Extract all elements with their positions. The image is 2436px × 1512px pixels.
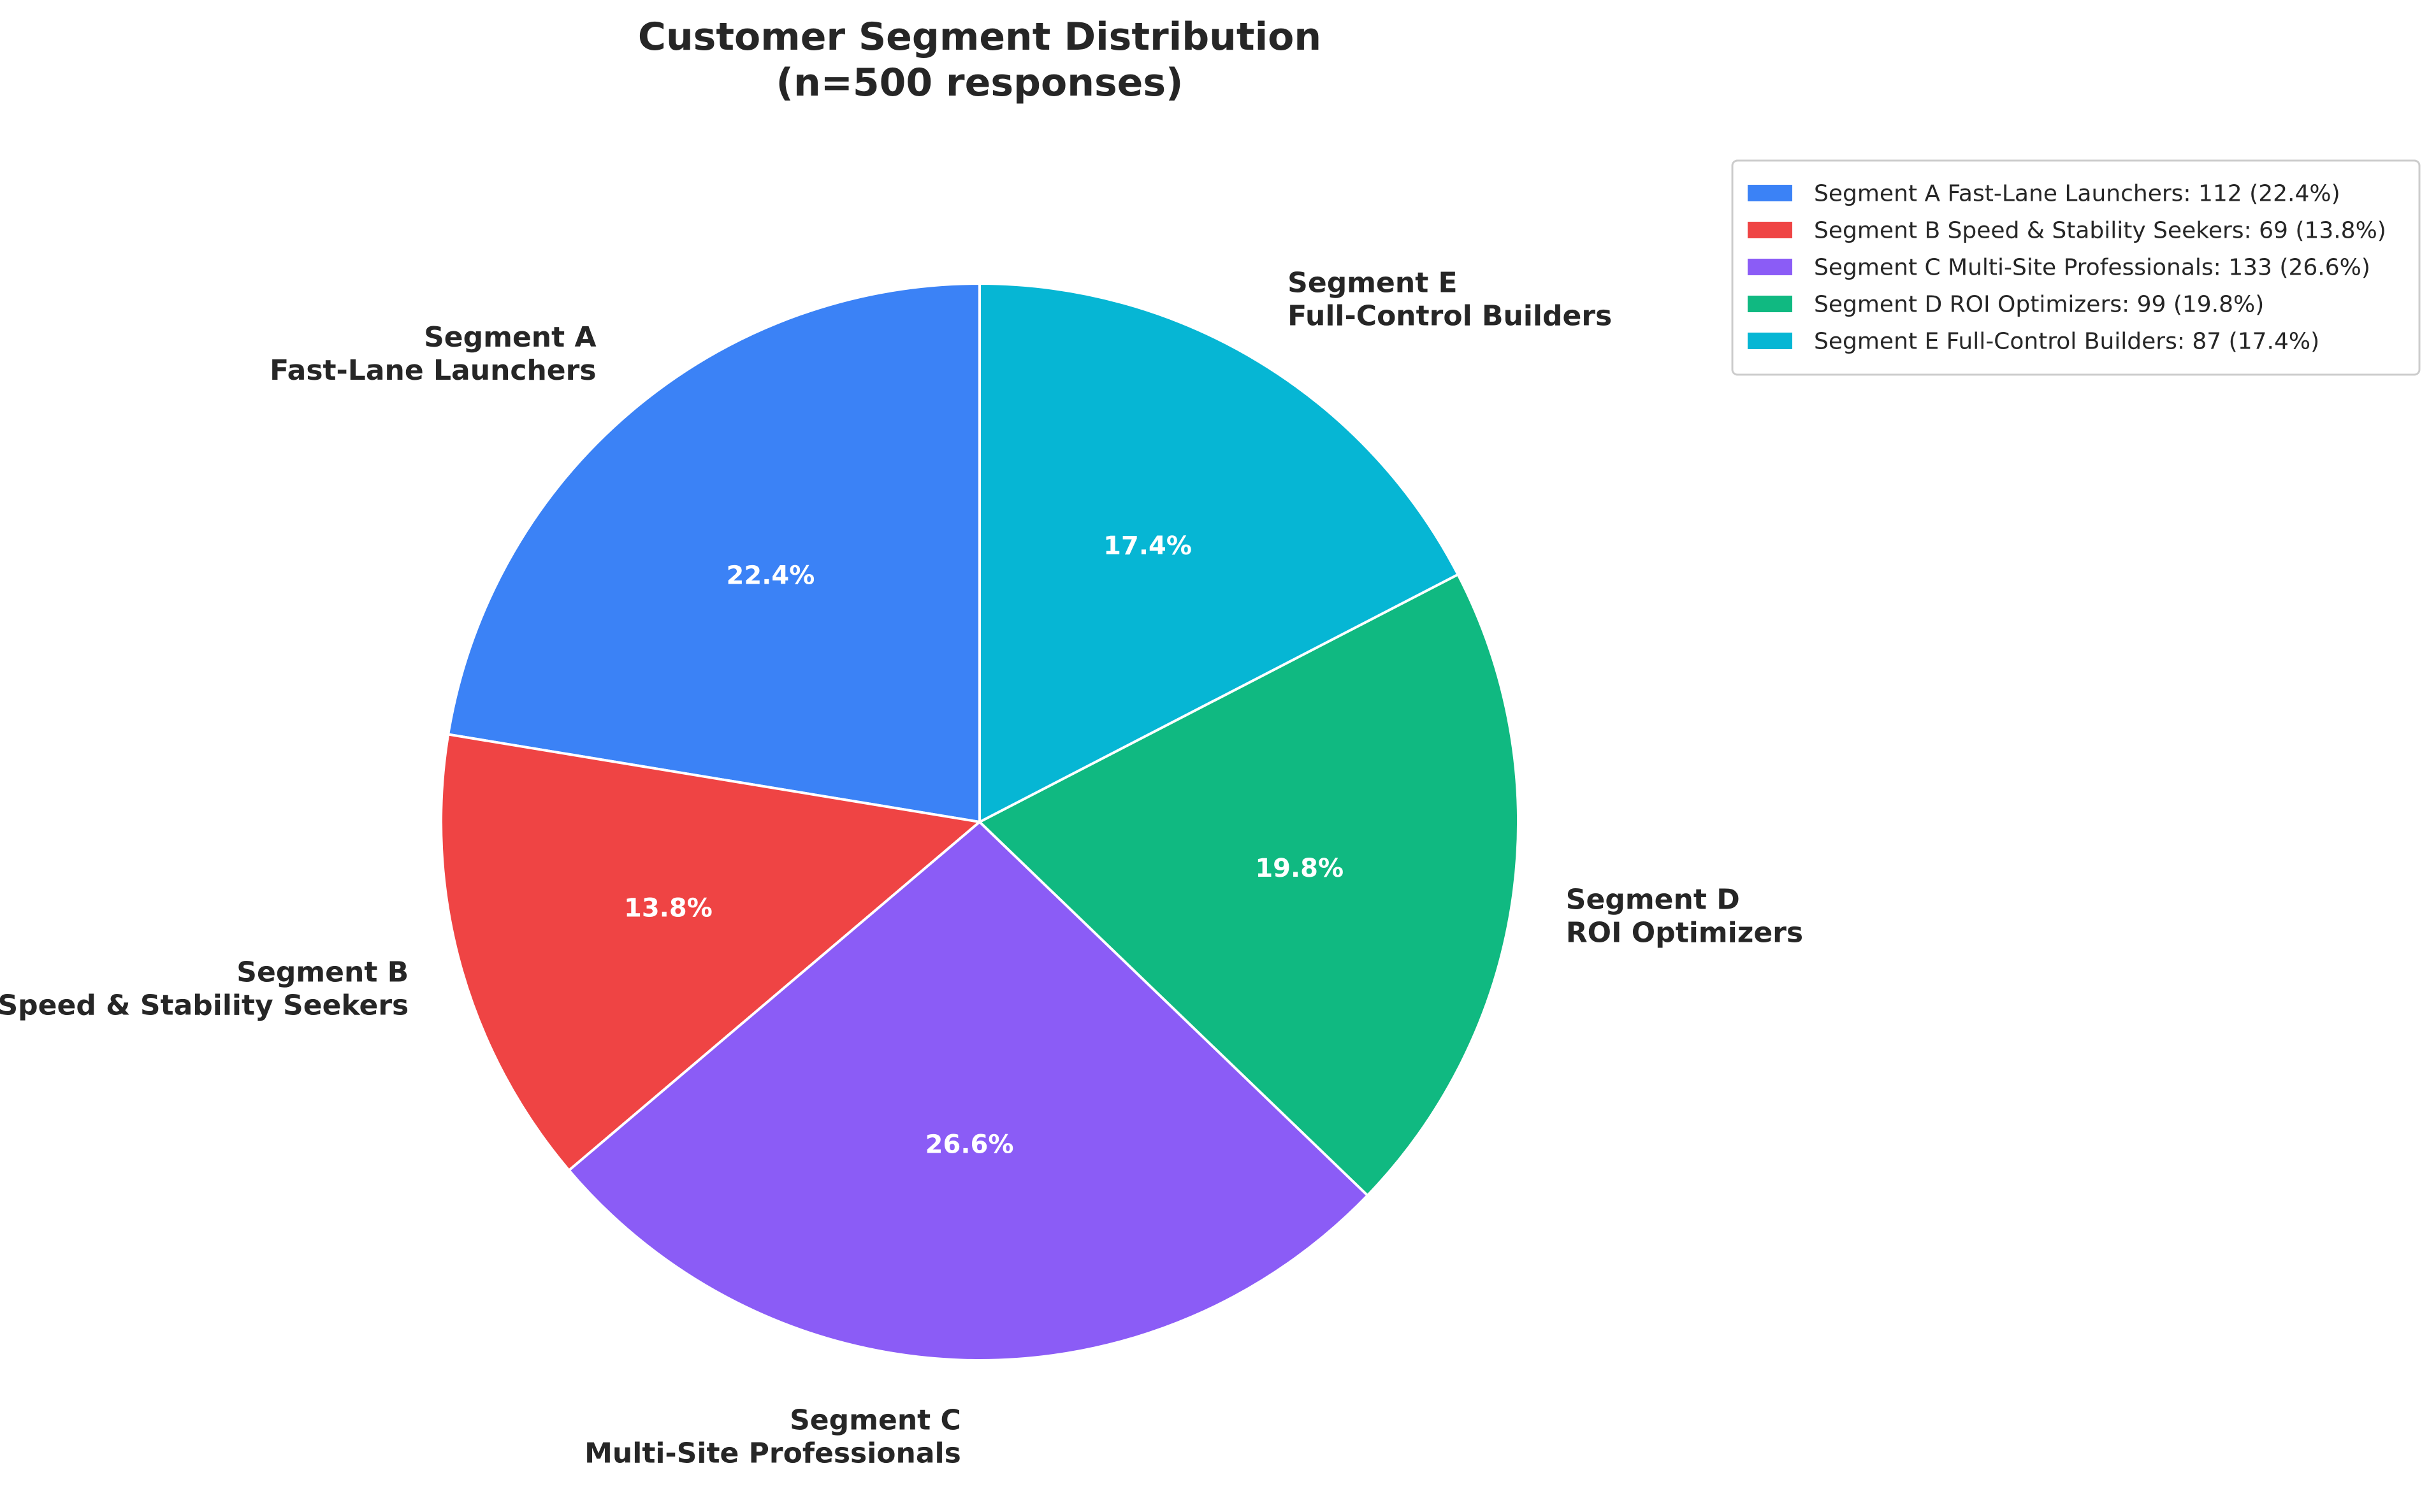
legend-entry: Segment C Multi-Site Professionals: 133 …	[1814, 255, 2370, 281]
chart-subtitle: (n=500 responses)	[776, 61, 1184, 105]
slice-label: Segment C	[790, 1404, 961, 1437]
pie-slice	[446, 282, 981, 824]
slice-sublabel: Full-Control Builders	[1287, 299, 1612, 332]
percent-label: 13.8%	[624, 893, 713, 923]
legend-swatch	[1748, 296, 1792, 312]
percent-label: 19.8%	[1255, 854, 1344, 883]
legend: Segment A Fast-Lane Launchers: 112 (22.4…	[1731, 159, 2421, 376]
legend-swatch	[1748, 259, 1792, 275]
legend-entry: Segment B Speed & Stability Seekers: 69 …	[1814, 218, 2386, 244]
pie-slice	[978, 282, 1460, 824]
slice-label: Segment D	[1566, 883, 1740, 916]
percent-label: 17.4%	[1103, 531, 1192, 561]
slice-label: Segment E	[1287, 266, 1457, 299]
pie-slice	[567, 820, 1370, 1362]
percent-labels: 22.4% 13.8% 26.6% 19.8% 17.4%	[624, 531, 1344, 1160]
slice-label: Segment A	[424, 321, 596, 354]
slice-sublabel: ROI Optimizers	[1566, 916, 1803, 949]
legend-box	[1731, 159, 2421, 376]
legend-entry: Segment A Fast-Lane Launchers: 112 (22.4…	[1814, 181, 2340, 207]
pie-slices	[440, 282, 1519, 1362]
pie-slice	[977, 572, 1519, 1197]
legend-swatch	[1748, 222, 1792, 238]
slice-label: Segment B	[236, 956, 409, 989]
percent-label: 22.4%	[727, 561, 815, 590]
legend-entry: Segment E Full-Control Builders: 87 (17.…	[1814, 329, 2319, 355]
chart-title: Customer Segment Distribution	[638, 15, 1321, 59]
percent-label: 26.6%	[925, 1130, 1014, 1160]
slice-sublabel: Speed & Stability Seekers	[0, 990, 409, 1022]
pie-slice	[440, 733, 983, 1172]
slice-sublabel: Multi-Site Professionals	[584, 1437, 961, 1470]
slice-sublabel: Fast-Lane Launchers	[270, 354, 596, 387]
legend-swatch	[1748, 333, 1792, 349]
legend-entry: Segment D ROI Optimizers: 99 (19.8%)	[1814, 292, 2264, 318]
legend-swatch	[1748, 185, 1792, 201]
